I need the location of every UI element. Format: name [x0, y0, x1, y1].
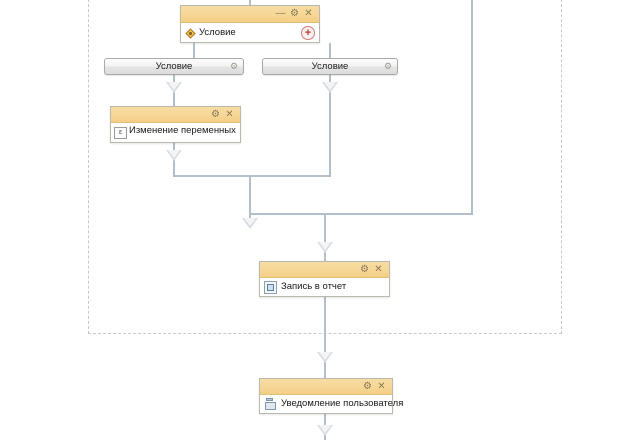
node-condition-main-body: Условие +	[181, 23, 319, 43]
arrow-below-var-change	[166, 150, 182, 161]
node-condition-main-label: Условие	[199, 27, 236, 38]
node-condition-left[interactable]: Условие ⚙	[104, 58, 244, 75]
node-report-write[interactable]: ⚙ ✕ Запись в отчет	[259, 261, 390, 297]
node-report-write-body: Запись в отчет	[260, 278, 389, 296]
connector-bypass-vertical	[471, 0, 473, 215]
node-condition-right[interactable]: Условие ⚙	[262, 58, 398, 75]
node-variable-change-label: Изменение переменных	[129, 124, 236, 136]
connector-into-condition-main	[249, 0, 251, 5]
node-condition-main-header[interactable]: — ⚙ ✕	[181, 6, 319, 23]
gear-icon[interactable]: ⚙	[229, 61, 239, 71]
notification-icon	[264, 398, 277, 410]
node-report-write-label: Запись в отчет	[281, 281, 347, 292]
connector-bypass-horizontal	[249, 213, 473, 215]
node-report-write-header[interactable]: ⚙ ✕	[260, 262, 389, 278]
close-icon[interactable]: ✕	[374, 263, 383, 275]
gear-icon[interactable]: ⚙	[383, 61, 393, 71]
arrow-to-var-change	[166, 82, 182, 93]
arrow-to-report	[317, 242, 333, 253]
node-user-notification-body: Уведомление пользователя	[260, 395, 403, 413]
node-variable-change[interactable]: ⚙ ✕ ε Изменение переменных	[110, 106, 241, 143]
variables-icon: ε	[114, 126, 127, 139]
close-icon[interactable]: ✕	[225, 108, 234, 120]
connector-join-down	[249, 175, 251, 219]
node-user-notification-header[interactable]: ⚙ ✕	[260, 379, 392, 395]
condition-icon	[185, 27, 196, 39]
node-variable-change-body: ε Изменение переменных	[111, 123, 240, 142]
report-icon	[264, 280, 277, 294]
add-button[interactable]: +	[301, 26, 315, 40]
connector-branch-join	[173, 175, 331, 177]
connector-condition-main-to-right	[329, 43, 331, 58]
connector-condition-main-to-left	[193, 43, 195, 58]
arrow-to-notify	[317, 352, 333, 363]
node-user-notification-label: Уведомление пользователя	[281, 398, 404, 409]
gear-icon[interactable]: ⚙	[290, 8, 299, 19]
close-icon[interactable]: ✕	[304, 8, 313, 19]
connector-report-to-notify	[324, 297, 326, 378]
connector-cond-right-down	[329, 75, 331, 176]
node-condition-right-label: Условие	[311, 60, 349, 72]
arrow-notify-down	[317, 425, 333, 436]
node-user-notification[interactable]: ⚙ ✕ Уведомление пользователя	[259, 378, 403, 414]
node-condition-left-label: Условие	[155, 60, 193, 72]
gear-icon[interactable]: ⚙	[211, 108, 220, 120]
gear-icon[interactable]: ⚙	[363, 380, 372, 392]
minimize-button[interactable]: —	[275, 8, 286, 19]
arrow-join-down	[242, 218, 258, 229]
close-icon[interactable]: ✕	[377, 380, 386, 392]
arrow-below-cond-right	[322, 82, 338, 93]
node-variable-change-header[interactable]: ⚙ ✕	[111, 107, 240, 123]
connector-to-report	[324, 213, 326, 261]
node-condition-main[interactable]: — ⚙ ✕ Условие +	[180, 5, 320, 43]
gear-icon[interactable]: ⚙	[360, 263, 369, 275]
